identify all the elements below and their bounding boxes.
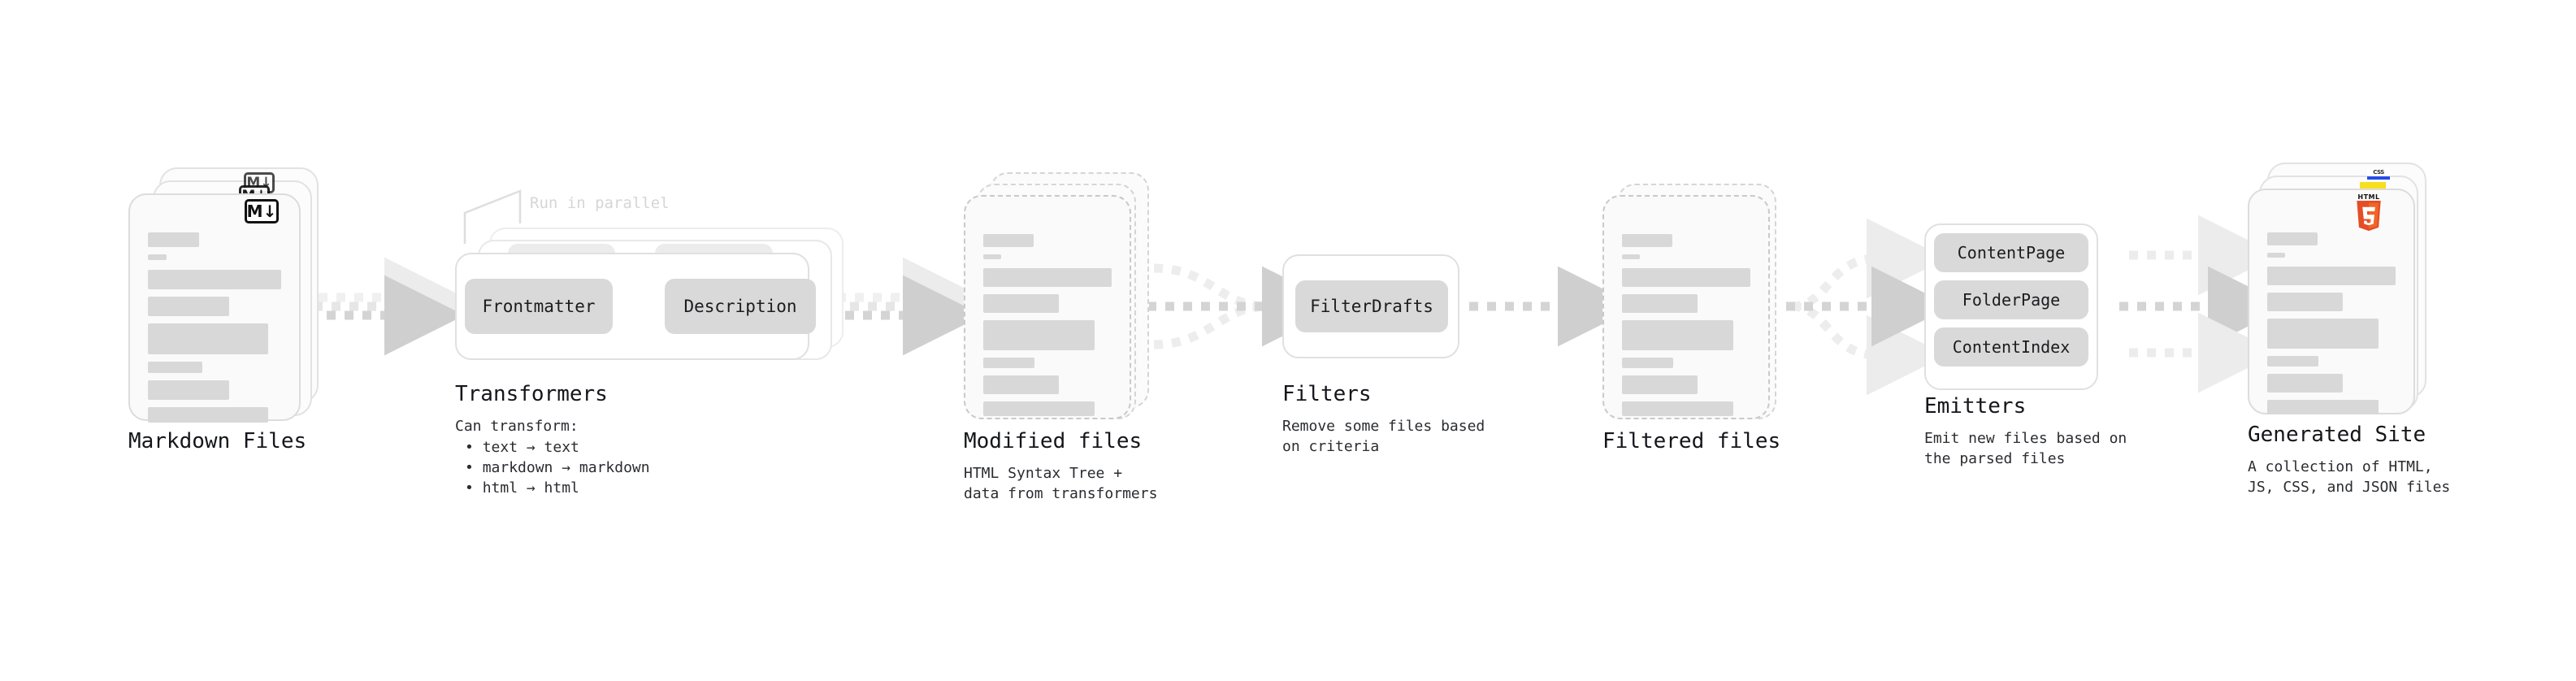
modified-files-subtitle: HTML Syntax Tree + data from transformer… <box>964 465 1158 502</box>
stage-title-filtered-files: Filtered files <box>1602 429 1781 453</box>
generated-site-card <box>2248 189 2415 414</box>
connector-markdown-to-transformers <box>309 257 465 356</box>
generated-site-subtitle: A collection of HTML, JS, CSS, and JSON … <box>2248 458 2451 496</box>
bullet-text: markdown → markdown <box>482 459 650 476</box>
filters-subtitle: Remove some files based on criteria <box>1282 418 1485 455</box>
doc-content-lines <box>148 232 281 430</box>
doc-line <box>983 268 1112 287</box>
chip-frontmatter[interactable]: Frontmatter <box>465 279 613 334</box>
doc-line <box>983 234 1034 247</box>
doc-line <box>148 297 230 316</box>
doc-content-lines <box>983 234 1112 423</box>
chip-contentpage[interactable]: ContentPage <box>1934 233 2088 272</box>
doc-line <box>983 401 1095 416</box>
markdown-file-card <box>128 193 301 423</box>
doc-content-lines <box>2267 232 2396 422</box>
chip-description[interactable]: Description <box>665 279 816 334</box>
chip-folderpage[interactable]: FolderPage <box>1934 280 2088 319</box>
markdown-icon: M↓ <box>245 199 279 223</box>
bullet-item: • markdown → markdown <box>465 459 650 476</box>
doc-line <box>148 254 167 260</box>
stage-title-generated-site: Generated Site <box>2248 423 2426 447</box>
doc-line <box>983 254 1001 259</box>
doc-line <box>983 375 1060 394</box>
connector-emitters-to-site <box>2119 215 2288 393</box>
doc-line <box>1622 375 1698 394</box>
doc-line <box>983 294 1060 313</box>
doc-line <box>2267 374 2344 393</box>
doc-line <box>983 320 1095 350</box>
doc-line <box>148 270 281 289</box>
modified-file-card <box>964 195 1131 419</box>
doc-line <box>2267 356 2319 367</box>
emitters-subtitle: Emit new files based on the parsed files <box>1924 430 2127 467</box>
chip-filterdrafts[interactable]: FilterDrafts <box>1295 280 1448 332</box>
doc-content-lines <box>1622 234 1750 423</box>
bullet-text: html → html <box>482 479 579 497</box>
stage-title-emitters: Emitters <box>1924 394 2027 419</box>
doc-line <box>2267 232 2318 245</box>
stage-title-markdown-files: Markdown Files <box>128 429 307 453</box>
doc-line <box>2267 253 2285 258</box>
filtered-file-card <box>1602 195 1770 419</box>
stage-title-transformers: Transformers <box>455 382 608 406</box>
doc-line <box>1622 234 1672 247</box>
doc-line <box>148 407 268 423</box>
doc-line <box>148 380 230 400</box>
doc-line <box>1622 268 1750 287</box>
bullet-item: • html → html <box>465 479 579 497</box>
doc-line <box>2267 400 2379 414</box>
doc-line <box>1622 401 1734 416</box>
stage-title-filters: Filters <box>1282 382 1372 406</box>
doc-line <box>2267 293 2344 311</box>
stage-title-modified-files: Modified files <box>964 429 1143 453</box>
transformers-bullets: • text → text • markdown → markdown • ht… <box>465 437 650 498</box>
bullet-text: text → text <box>482 439 579 456</box>
doc-line <box>1622 358 1674 368</box>
doc-line <box>148 323 268 354</box>
css-icon: CSS <box>2367 169 2390 180</box>
doc-line <box>148 362 203 373</box>
doc-line <box>983 358 1035 368</box>
run-in-parallel-annotation: Run in parallel <box>530 194 670 212</box>
doc-line <box>2267 267 2396 285</box>
connector-filtered-to-emitters <box>1786 218 1952 396</box>
doc-line <box>1622 254 1640 259</box>
doc-line <box>1622 294 1698 313</box>
doc-line <box>2267 319 2379 349</box>
doc-line <box>148 232 199 247</box>
bullet-item: • text → text <box>465 439 579 456</box>
html5-icon: HTML <box>2353 193 2385 232</box>
transformers-subtitle: Can transform: <box>455 418 579 435</box>
doc-line <box>1622 320 1734 350</box>
connector-modified-to-filters <box>1147 263 1342 349</box>
chip-contentindex[interactable]: ContentIndex <box>1934 327 2088 367</box>
